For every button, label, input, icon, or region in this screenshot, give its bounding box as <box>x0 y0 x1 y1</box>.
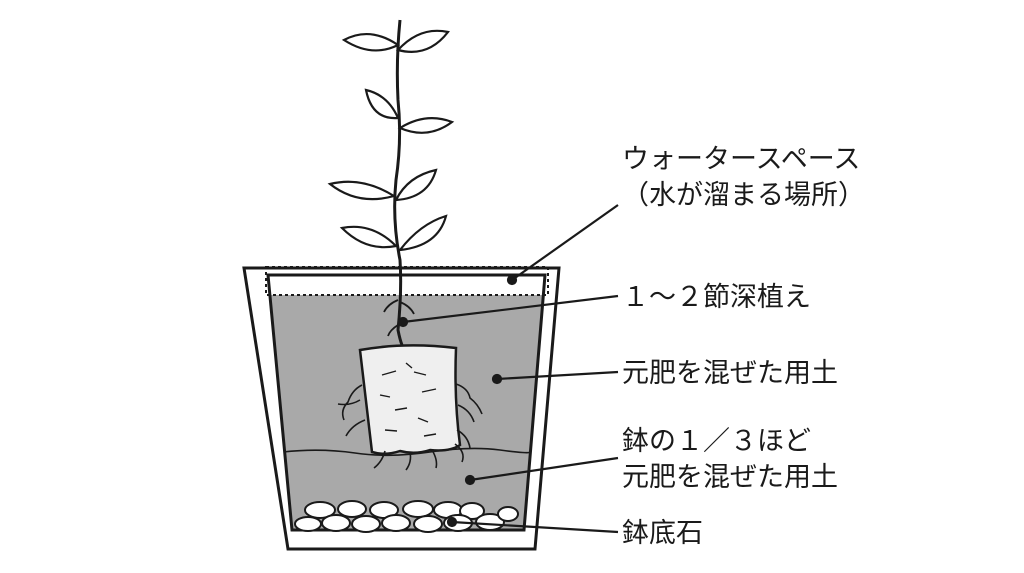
stone <box>351 515 381 533</box>
water-space-box <box>265 266 549 296</box>
leader-dot <box>446 516 458 528</box>
water-space-label-line2: （水が溜まる場所） <box>622 180 865 211</box>
leader-dot <box>491 373 503 385</box>
stone <box>459 502 485 520</box>
leader-dot <box>397 316 409 328</box>
pot-stones-label: 鉢底石 <box>622 518 703 549</box>
leader-pot-stones <box>451 520 619 534</box>
stone <box>321 514 351 532</box>
root-ball-texture <box>379 362 437 437</box>
stone <box>304 501 336 519</box>
stone <box>475 513 505 531</box>
leaf <box>341 33 401 52</box>
bottom-soil-label-line1: 鉢の１／３ほど <box>622 426 811 457</box>
leaf <box>397 214 448 252</box>
soil-boundary-line <box>282 447 531 457</box>
water-space-label: ウォータースペース （水が溜まる場所） <box>622 142 865 214</box>
top-soil-label: 元肥を混ぜた用土 <box>622 358 838 389</box>
stone <box>337 500 367 518</box>
pot-stones <box>294 500 519 533</box>
leaf <box>327 180 397 201</box>
stone <box>294 516 322 532</box>
water-space-label-line1: ウォータースペース <box>622 144 861 175</box>
roots <box>337 383 483 471</box>
stone <box>402 500 434 518</box>
stone <box>381 514 411 532</box>
leaf <box>397 117 455 134</box>
stone <box>497 506 519 522</box>
bottom-soil-label: 鉢の１／３ほど 元肥を混ぜた用土 <box>622 424 838 496</box>
leader-dot <box>464 474 476 486</box>
buried-nodes <box>383 299 415 337</box>
bottom-soil-label-line2: 元肥を混ぜた用土 <box>622 462 838 493</box>
plant-stem <box>393 19 404 346</box>
plant-leaves <box>327 29 455 252</box>
leaf <box>395 29 450 53</box>
leaf <box>339 225 399 249</box>
leader-dot <box>506 274 518 286</box>
leaf <box>364 88 400 120</box>
leader-lines <box>397 204 619 534</box>
leader-planting-depth <box>402 294 619 324</box>
leader-water-space <box>511 204 619 281</box>
leader-top-soil <box>496 370 619 381</box>
leaf <box>394 168 438 202</box>
planting-depth-label: １～２節深植え <box>622 282 811 313</box>
stone <box>413 515 443 533</box>
leader-bottom-soil <box>469 456 619 482</box>
root-ball <box>358 344 462 455</box>
